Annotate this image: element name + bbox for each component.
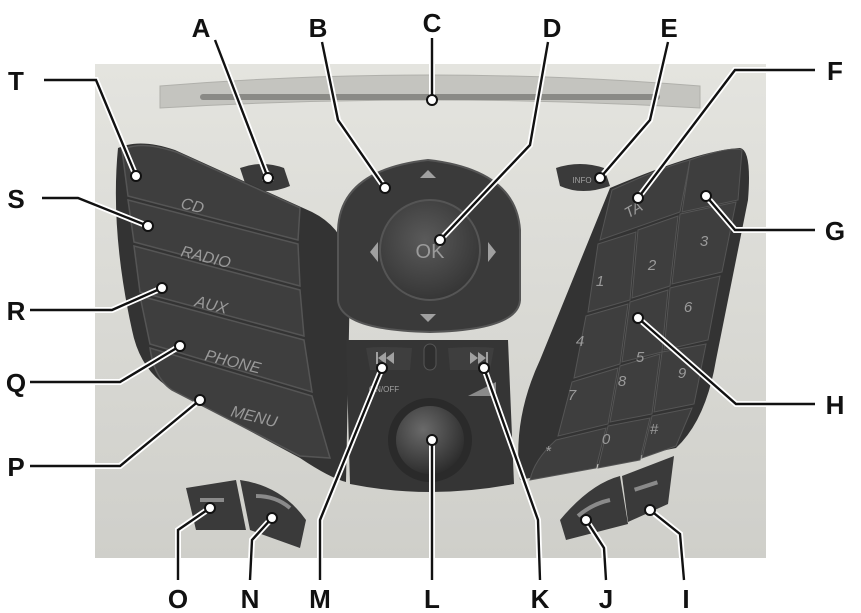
key-top-right[interactable] xyxy=(681,148,743,213)
key-row-1 xyxy=(587,148,743,313)
on-off-label: ON/OFF xyxy=(369,385,399,394)
callout-c: C xyxy=(423,8,442,38)
right-arrow-icon[interactable] xyxy=(488,242,496,262)
seek-back-icon xyxy=(376,352,394,364)
key-star-label: * xyxy=(545,443,552,460)
info-button[interactable]: INFO xyxy=(556,164,610,191)
callout-d: D xyxy=(543,13,562,43)
callout-l: L xyxy=(424,584,440,613)
key-8-label: 8 xyxy=(618,373,627,390)
end-call-icon xyxy=(200,498,224,502)
callout-p: P xyxy=(7,452,24,482)
key-row-3 xyxy=(557,343,707,437)
callout-j: J xyxy=(599,584,613,613)
info-button-label: INFO xyxy=(572,176,591,185)
cd-button[interactable] xyxy=(121,144,301,241)
key-9-label: 9 xyxy=(678,365,687,382)
key-1-label: 1 xyxy=(596,273,604,290)
call-icon xyxy=(576,498,611,518)
key-2-label: 2 xyxy=(647,257,657,274)
callout-h: H xyxy=(826,390,845,420)
callout-e: E xyxy=(660,13,677,43)
ok-button-label: OK xyxy=(416,241,446,263)
callout-a: A xyxy=(192,13,211,43)
key-row-4 xyxy=(529,407,693,481)
key-0-label: 0 xyxy=(602,431,611,448)
key-6[interactable] xyxy=(663,275,721,351)
down-arrow-icon[interactable] xyxy=(420,314,436,322)
ta-key[interactable]: TA xyxy=(599,159,691,241)
cd-button-label: CD xyxy=(179,195,206,217)
key-6-label: 6 xyxy=(684,299,693,316)
key-7[interactable] xyxy=(557,367,619,437)
key-hash-label: # xyxy=(650,421,659,438)
key-star[interactable] xyxy=(529,427,607,481)
key-7-label: 7 xyxy=(568,387,577,404)
aux-button[interactable] xyxy=(133,244,305,338)
leader-lines xyxy=(30,38,815,581)
seek-divider xyxy=(423,343,437,371)
callout-r: R xyxy=(7,296,26,326)
callout-k: K xyxy=(531,584,550,613)
key-4[interactable] xyxy=(573,303,629,379)
key-1[interactable] xyxy=(587,231,637,313)
answer-call-icon xyxy=(255,494,292,510)
left-call-button-right[interactable] xyxy=(560,476,628,540)
key-9[interactable] xyxy=(653,343,707,413)
callout-q: Q xyxy=(6,368,26,398)
hang-up-icon xyxy=(633,480,659,492)
key-row-2 xyxy=(573,275,721,379)
callout-labels: A B C D E F G H I J K L M N O P Q R S T xyxy=(6,8,845,613)
callout-o: O xyxy=(168,584,188,613)
key-hash[interactable] xyxy=(641,407,693,459)
key-5-label: 5 xyxy=(636,349,645,366)
key-2[interactable] xyxy=(631,215,679,299)
callout-m: M xyxy=(309,584,331,613)
left-button-stack: CD RADIO AUX PHONE MENU xyxy=(115,143,351,483)
radio-button[interactable] xyxy=(127,198,301,287)
key-4-label: 4 xyxy=(576,333,584,350)
right-call-button-right[interactable] xyxy=(622,456,674,522)
ta-key-label: TA xyxy=(622,198,646,222)
seek-back-button[interactable] xyxy=(366,347,412,370)
menu-button[interactable] xyxy=(149,346,332,459)
callout-t: T xyxy=(8,66,24,96)
key-8[interactable] xyxy=(609,353,661,423)
phone-button[interactable] xyxy=(139,294,313,394)
end-call-button[interactable] xyxy=(186,480,246,530)
callout-g: G xyxy=(825,216,845,246)
key-0[interactable] xyxy=(597,417,651,469)
callout-i: I xyxy=(682,584,689,613)
callout-n: N xyxy=(241,584,260,613)
key-3-label: 3 xyxy=(700,233,709,250)
left-arrow-icon[interactable] xyxy=(370,242,378,262)
seek-forward-icon xyxy=(470,352,488,364)
callout-s: S xyxy=(7,184,24,214)
callout-f: F xyxy=(827,56,843,86)
up-arrow-icon[interactable] xyxy=(420,170,436,178)
callout-b: B xyxy=(309,13,328,43)
